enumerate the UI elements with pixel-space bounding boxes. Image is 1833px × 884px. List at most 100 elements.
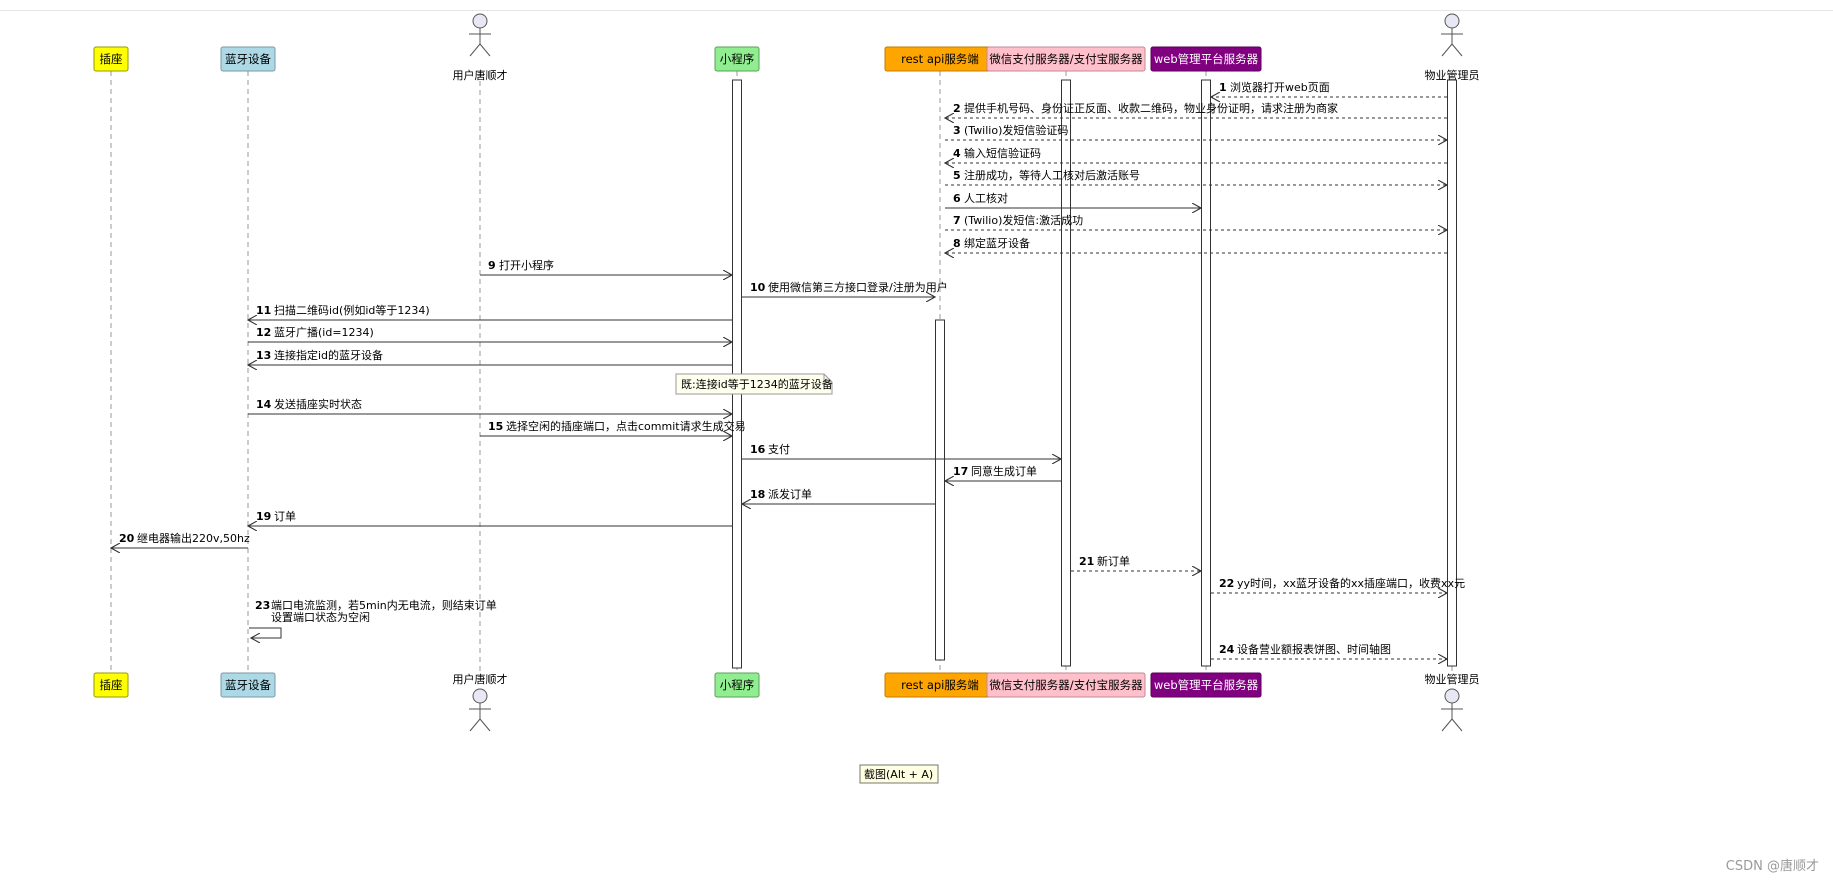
participant-box-pay-top bbox=[986, 46, 1146, 72]
message-number: 10 bbox=[750, 281, 766, 294]
message-number: 6 bbox=[953, 192, 961, 205]
message-label: 新订单 bbox=[1097, 554, 1130, 568]
activation-bar-admin bbox=[1447, 79, 1457, 667]
message-number: 7 bbox=[953, 214, 961, 227]
message-label: (Twilio)发短信:激活成功 bbox=[964, 213, 1083, 227]
message-label: 同意生成订单 bbox=[971, 464, 1037, 478]
message-label: 人工核对 bbox=[964, 191, 1008, 205]
message-number: 8 bbox=[953, 237, 961, 250]
message-label: 继电器输出220v,50hz bbox=[137, 531, 250, 545]
watermark: CSDN @唐顺才 bbox=[1725, 859, 1819, 874]
screenshot-tooltip: 截图(Alt + A) bbox=[859, 764, 939, 784]
message-3: 3(Twilio)发短信验证码 bbox=[945, 123, 1447, 140]
actor-leg-left bbox=[469, 718, 481, 732]
participant-label-user-bottom: 用户唐顺才 bbox=[453, 672, 508, 686]
note-text: 既:连接id等于1234的蓝牙设备 bbox=[681, 377, 833, 391]
message-label: 输入短信验证码 bbox=[964, 146, 1041, 160]
actor-icon-admin-top bbox=[1441, 13, 1463, 57]
actor-leg-right bbox=[1451, 43, 1463, 57]
actor-leg-right bbox=[479, 43, 491, 57]
top-divider bbox=[0, 10, 1833, 11]
message-number: 2 bbox=[953, 102, 961, 115]
actor-leg-left bbox=[1441, 718, 1453, 732]
message-number: 21 bbox=[1079, 555, 1094, 568]
message-number: 13 bbox=[256, 349, 271, 362]
message-number: 19 bbox=[256, 510, 271, 523]
participant-box-pay-bottom bbox=[986, 672, 1146, 698]
message-label: (Twilio)发短信验证码 bbox=[964, 123, 1068, 137]
message-number: 16 bbox=[750, 443, 766, 456]
message-number: 14 bbox=[256, 398, 272, 411]
participant-box-mini-top bbox=[714, 46, 760, 72]
message-number: 11 bbox=[256, 304, 271, 317]
participant-label-socket-top: 插座 bbox=[100, 52, 123, 66]
message-number: 23 bbox=[255, 599, 270, 612]
message-number: 5 bbox=[953, 169, 961, 182]
participant-label-admin-bottom: 物业管理员 bbox=[1425, 672, 1480, 686]
note: 既:连接id等于1234的蓝牙设备 bbox=[675, 373, 833, 395]
message-label: 订单 bbox=[274, 510, 296, 523]
participant-label-web-top: web管理平台服务器 bbox=[1154, 52, 1259, 66]
message-label: 绑定蓝牙设备 bbox=[964, 236, 1030, 250]
actor-icon-user-bottom bbox=[469, 688, 491, 732]
message-number: 9 bbox=[488, 259, 496, 272]
participant-box-bt-top bbox=[220, 46, 276, 72]
message-number: 15 bbox=[488, 420, 503, 433]
message-number: 1 bbox=[1219, 81, 1227, 94]
actor-leg-right bbox=[479, 718, 491, 732]
message-arrow bbox=[249, 627, 282, 638]
actor-icon-user-top bbox=[469, 13, 491, 57]
actor-leg-right bbox=[1451, 718, 1463, 732]
message-label: 端口电流监测，若5min内无电流，则结束订单 bbox=[271, 598, 497, 612]
activation-bar-pay bbox=[1061, 79, 1071, 667]
participant-box-bt-bottom bbox=[220, 672, 276, 698]
message-number: 20 bbox=[119, 532, 135, 545]
message-label: 派发订单 bbox=[768, 487, 812, 501]
activation-bar-api bbox=[935, 319, 945, 661]
participant-label-web-bottom: web管理平台服务器 bbox=[1154, 678, 1259, 692]
message-label: 发送插座实时状态 bbox=[274, 397, 362, 411]
participant-label-bt-top: 蓝牙设备 bbox=[225, 52, 271, 66]
participant-box-web-bottom bbox=[1150, 672, 1262, 698]
message-label: 提供手机号码、身份证正反面、收款二维码，物业身份证明，请求注册为商家 bbox=[964, 101, 1338, 115]
participant-label-admin-top: 物业管理员 bbox=[1425, 68, 1480, 82]
note-shape bbox=[675, 373, 833, 395]
message-number: 12 bbox=[256, 326, 271, 339]
message-label: 连接指定id的蓝牙设备 bbox=[274, 348, 383, 362]
participant-label-socket-bottom: 插座 bbox=[100, 678, 123, 692]
message-label: 注册成功，等待人工核对后激活账号 bbox=[964, 168, 1140, 182]
message-label: 蓝牙广播(id=1234) bbox=[274, 325, 374, 339]
activation-bar-web bbox=[1201, 79, 1211, 667]
note-fold bbox=[823, 374, 832, 383]
participant-label-api-top: rest api服务端 bbox=[901, 52, 979, 66]
participant-box-mini-bottom bbox=[714, 672, 760, 698]
message-label: 使用微信第三方接口登录/注册为用户 bbox=[768, 280, 948, 294]
actor-head bbox=[472, 688, 488, 704]
participant-box-socket-top bbox=[93, 46, 129, 72]
participant-label-mini-top: 小程序 bbox=[720, 52, 755, 66]
participant-box-socket-bottom bbox=[93, 672, 129, 698]
actor-icon-admin-bottom bbox=[1441, 688, 1463, 732]
message-label: 选择空闲的插座端口，点击commit请求生成交易 bbox=[506, 419, 746, 433]
actor-leg-left bbox=[1441, 43, 1453, 57]
participant-label-mini-bottom: 小程序 bbox=[720, 678, 755, 692]
